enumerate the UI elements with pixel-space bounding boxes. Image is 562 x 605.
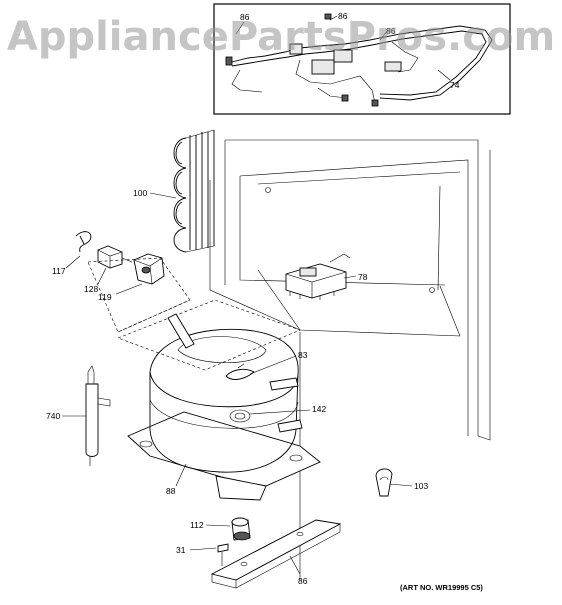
callout-86-d: 86 xyxy=(298,576,308,586)
mounting-hardware xyxy=(210,517,342,589)
drier xyxy=(85,365,111,466)
callout-100: 100 xyxy=(133,188,147,198)
callout-86-a: 86 xyxy=(240,12,250,22)
callout-31: 31 xyxy=(176,545,186,555)
compressor-platform-outline xyxy=(117,299,301,371)
callout-78: 78 xyxy=(358,272,368,282)
art-number: (ART NO. WR19995 C5) xyxy=(400,583,483,592)
callout-128: 128 xyxy=(84,284,98,294)
relay-group xyxy=(75,231,191,333)
callout-74: 74 xyxy=(450,80,460,90)
tubing-clip xyxy=(375,468,393,497)
callout-83: 83 xyxy=(298,350,308,360)
cabinet-outline xyxy=(209,139,491,580)
condenser-coil xyxy=(173,129,215,253)
callout-86-b: 86 xyxy=(338,11,348,21)
callout-103: 103 xyxy=(414,481,428,491)
callout-740: 740 xyxy=(46,411,60,421)
compressor xyxy=(127,313,321,501)
inset-panel xyxy=(213,3,511,115)
callout-112: 112 xyxy=(190,520,204,530)
callout-86-c: 86 xyxy=(386,26,396,36)
callout-labels: 86 86 86 74 100 117 128 119 78 83 142 74… xyxy=(46,11,460,586)
callout-119: 119 xyxy=(98,292,112,302)
callout-117: 117 xyxy=(52,266,66,276)
leader-lines xyxy=(62,192,413,575)
callout-88: 88 xyxy=(166,486,176,496)
control-module xyxy=(285,253,351,300)
callout-142: 142 xyxy=(312,404,326,414)
